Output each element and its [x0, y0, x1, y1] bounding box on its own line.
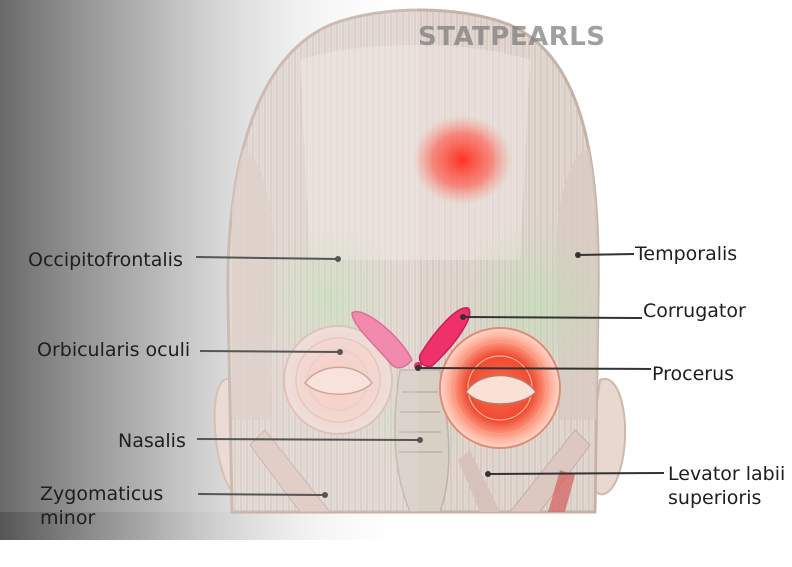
label-zygomaticus-minor: Zygomaticus minor — [40, 483, 164, 529]
label-procerus: Procerus — [652, 363, 735, 385]
label-temporalis: Temporalis — [635, 243, 738, 265]
label-occipitofrontalis: Occipitofrontalis — [28, 249, 183, 271]
watermark-text: STATPEARLS — [418, 22, 606, 52]
label-nasalis: Nasalis — [118, 430, 186, 452]
label-levator-labii-superioris: Levator labii superioris — [668, 463, 786, 509]
label-corrugator: Corrugator — [643, 300, 746, 322]
label-orbicularis-oculi: Orbicularis oculi — [37, 339, 191, 361]
